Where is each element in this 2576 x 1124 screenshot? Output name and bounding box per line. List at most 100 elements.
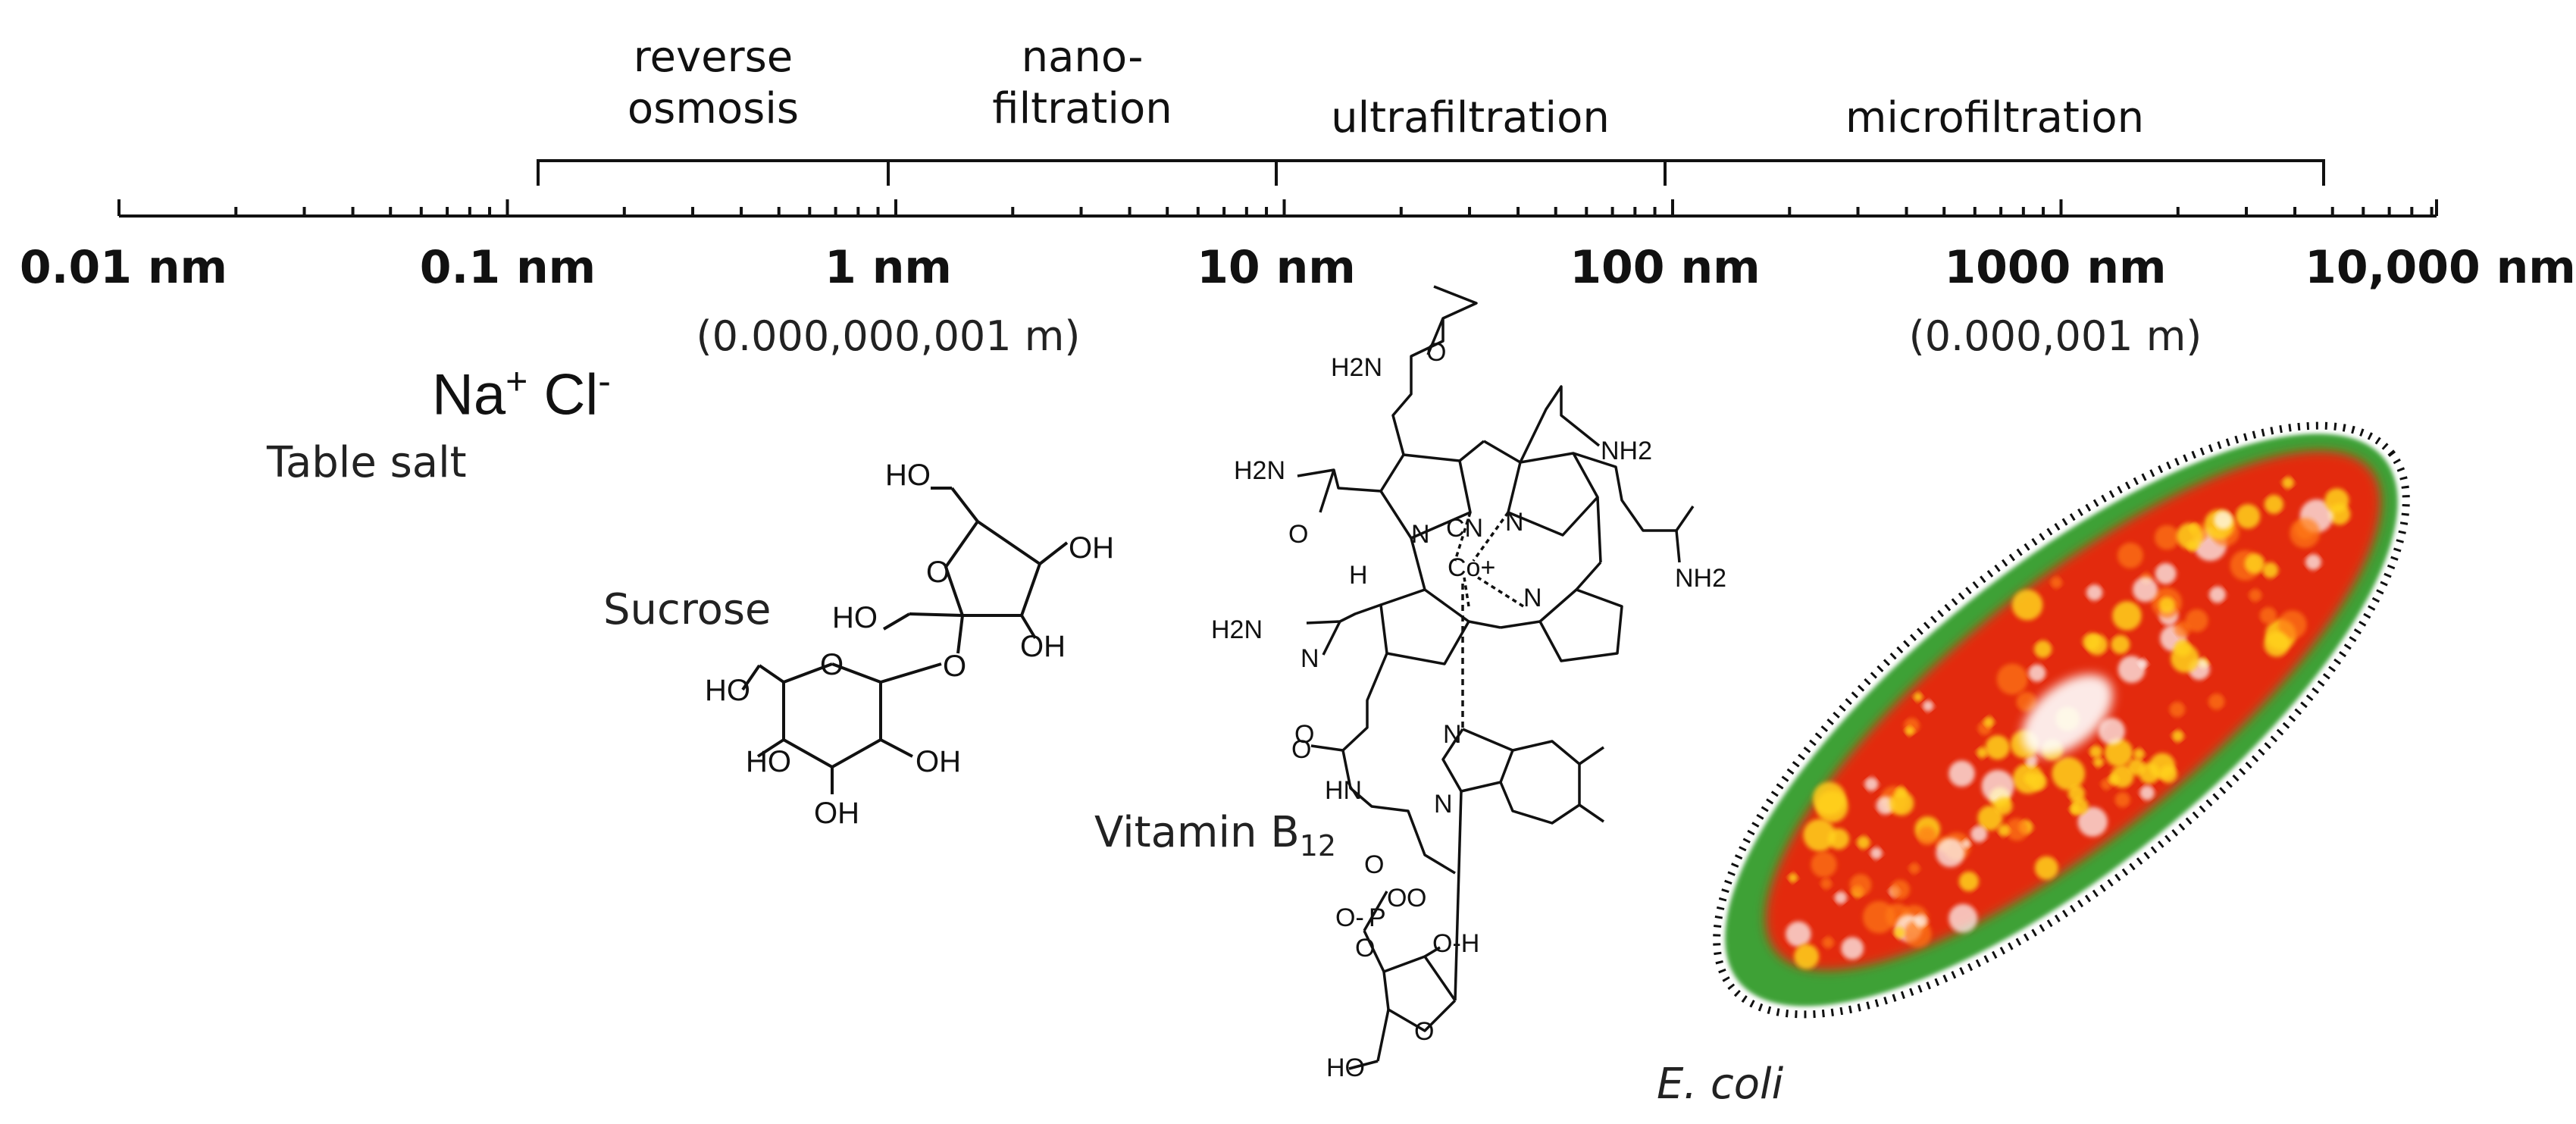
b12-atom-label: N [1301, 644, 1319, 673]
ecoli-spot [1862, 900, 1895, 934]
ecoli-spot [2133, 748, 2145, 760]
ecoli-outline [1713, 421, 2410, 1019]
ecoli-spot [1813, 781, 1846, 816]
vitamin-b12-label: Vitamin B12 [1094, 808, 1337, 863]
sucrose-atom-label: HO [705, 674, 750, 707]
sucrose-label: Sucrose [603, 585, 772, 634]
ecoli-spot [1788, 872, 1798, 883]
ecoli-spot [2185, 609, 2208, 632]
ecoli-spot [1917, 826, 1936, 846]
salt-ions: Na+ Cl- [432, 359, 611, 427]
ecoli-spot [2011, 589, 2043, 621]
sodium-symbol: Na [432, 362, 506, 427]
ecoli-spot [2171, 643, 2199, 673]
scale-label-0.01nm: 0.01 nm [19, 241, 228, 294]
b12-atom-label: N [1411, 520, 1430, 549]
ecoli-spot [2034, 856, 2058, 880]
b12-atom-label: CN [1446, 514, 1483, 543]
process-label-ultrafiltration: ultrafiltration [1331, 93, 1610, 142]
ecoli-spot [2158, 596, 2176, 614]
ecoli-spot [2235, 504, 2261, 529]
ecoli-spot [2262, 562, 2279, 578]
ecoli-spot [2083, 633, 2101, 651]
sodium-charge: + [505, 360, 528, 402]
ecoli-spot [1834, 891, 1848, 904]
ecoli-spot [1985, 734, 2010, 760]
ecoli-spot [1841, 937, 1864, 960]
ecoli-spot [2034, 640, 2052, 659]
ecoli-spot [2277, 610, 2307, 640]
ecoli-spot [2112, 601, 2142, 631]
sucrose-atom-label: O [943, 650, 966, 683]
b12-atom-label: H [1349, 561, 1368, 590]
ecoli-spot [2154, 524, 2180, 550]
sucrose-atom-label: O [820, 648, 844, 681]
b12-atom-label: O [1387, 884, 1407, 913]
ecoli-label: E. coli [1657, 1060, 1784, 1109]
ecoli-spot [1870, 847, 1883, 859]
ecoli-spot [1820, 878, 1833, 890]
ecoli-spot [1961, 839, 1971, 849]
ecoli-spot [2282, 477, 2294, 489]
ecoli-spot [1970, 825, 1988, 843]
ecoli-spot [1849, 874, 1872, 896]
ecoli-spot [1936, 838, 1965, 868]
ecoli-spot [1958, 871, 1979, 892]
scale-label-0.1nm: 0.1 nm [419, 241, 596, 294]
b12-atom-label: Co+ [1448, 553, 1495, 582]
ecoli-spot [2111, 634, 2130, 654]
ecoli-spot [1948, 903, 1978, 933]
b12-atom-label: O-H [1432, 929, 1479, 958]
ecoli-spot [2139, 785, 2155, 800]
sucrose-atom-label: HO [832, 601, 878, 634]
ecoli-spot [2089, 745, 2102, 759]
ecoli-spot [2071, 797, 2089, 815]
ecoli-spot [2171, 730, 2184, 743]
b12-atom-label: H2N [1234, 456, 1285, 485]
ecoli-gap [2021, 674, 2113, 756]
ecoli-spot [2114, 792, 2130, 808]
process-label-microfiltration: microfiltration [1845, 93, 2145, 142]
ecoli-spot [2077, 806, 2108, 838]
ecoli-spot [1794, 944, 1820, 969]
ecoli-spot [1811, 851, 1837, 878]
b12-atom-label: H2N [1331, 353, 1382, 382]
ecoli-spot [2025, 755, 2038, 768]
table-salt-label: Table salt [267, 438, 467, 487]
b12-atom-label: HN [1325, 776, 1362, 805]
b12-atom-label: O [1364, 850, 1384, 879]
ecoli-spot [1822, 936, 1834, 949]
ecoli-spot [1913, 692, 1923, 702]
b12-atom-label: O [1426, 338, 1446, 367]
chloride-charge: - [598, 360, 611, 402]
vitamin-subscript: 12 [1299, 829, 1337, 863]
ecoli-spot [2214, 510, 2233, 530]
ecoli-spot [1905, 726, 1915, 736]
ecoli-spots [1786, 477, 2351, 969]
meters-1000nm: (0.000,001 m) [1908, 312, 2202, 360]
ecoli-spot [1996, 663, 2028, 695]
ecoli-spot [2259, 606, 2277, 625]
ecoli-spot [1998, 824, 2011, 837]
ecoli-spot [2093, 756, 2104, 768]
ecoli-spot [2005, 818, 2029, 841]
ecoli-spot [2208, 586, 2226, 603]
ecoli-spot [1948, 760, 1975, 787]
b12-atom-label: P [1369, 903, 1386, 932]
ecoli-spot [2169, 701, 2186, 718]
ecoli-spot [2159, 765, 2177, 784]
b12-atom-label: N [1505, 508, 1524, 537]
b12-atom-label: O- [1335, 903, 1364, 932]
ecoli-spot [2290, 518, 2321, 549]
b12-atom-label: O [1407, 884, 1426, 913]
ecoli-spot [2208, 693, 2225, 710]
sucrose-atom-label: OH [1069, 531, 1114, 565]
ecoli-spot [1922, 700, 1934, 712]
b12-atom-label: HO [1326, 1054, 1365, 1082]
sucrose-atom-label: OH [916, 745, 961, 778]
ecoli-spot [1914, 914, 1928, 928]
meters-1nm: (0.000,000,001 m) [696, 312, 1081, 360]
sucrose-atom-label: HO [885, 459, 931, 492]
ecoli-spot [1890, 879, 1911, 900]
